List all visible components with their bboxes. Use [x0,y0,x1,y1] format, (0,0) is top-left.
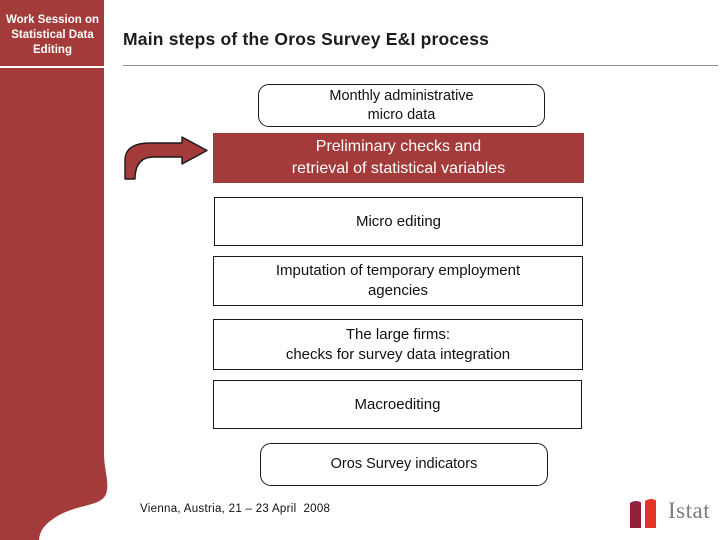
title-underline [123,65,718,66]
istat-logo: Istat [627,495,715,533]
istat-logo-text: Istat [668,498,711,523]
flow-step-macroediting: Macroediting [213,380,582,429]
flow-step-imputation-temp-agencies: Imputation of temporary employment agenc… [213,256,583,306]
flow-step-oros-survey-indicators: Oros Survey indicators [260,443,548,486]
flow-step-large-firms-checks: The large firms: checks for survey data … [213,319,583,370]
flow-step-label: Macroediting [354,395,441,413]
flow-step-label: The large firms: checks for survey data … [285,325,511,363]
sidebar-title: Work Session on Statistical Data Editing [5,14,100,56]
istat-logo-blocks-icon [630,499,656,528]
flow-step-label: Oros Survey indicators [330,456,478,472]
footer-date-location: Vienna, Austria, 21 – 23 April 2008 [140,503,331,515]
flow-step-label: Micro editing [355,212,442,230]
flow-step-label: Monthly administrative micro data [329,87,474,123]
flow-step-monthly-admin-micro-data: Monthly administrative micro data [258,84,545,127]
sidebar-swoosh-shape [0,0,108,540]
flow-step-label: Preliminary checks and retrieval of stat… [291,138,506,177]
sidebar-divider [0,66,105,68]
page-title: Main steps of the Oros Survey E&I proces… [123,29,490,49]
flow-step-label: Imputation of temporary employment agenc… [275,262,521,299]
bent-right-arrow-icon [119,135,211,182]
flow-step-micro-editing: Micro editing [214,197,583,246]
flow-step-preliminary-checks: Preliminary checks and retrieval of stat… [213,133,584,183]
sidebar: Work Session on Statistical Data Editing [0,0,112,540]
